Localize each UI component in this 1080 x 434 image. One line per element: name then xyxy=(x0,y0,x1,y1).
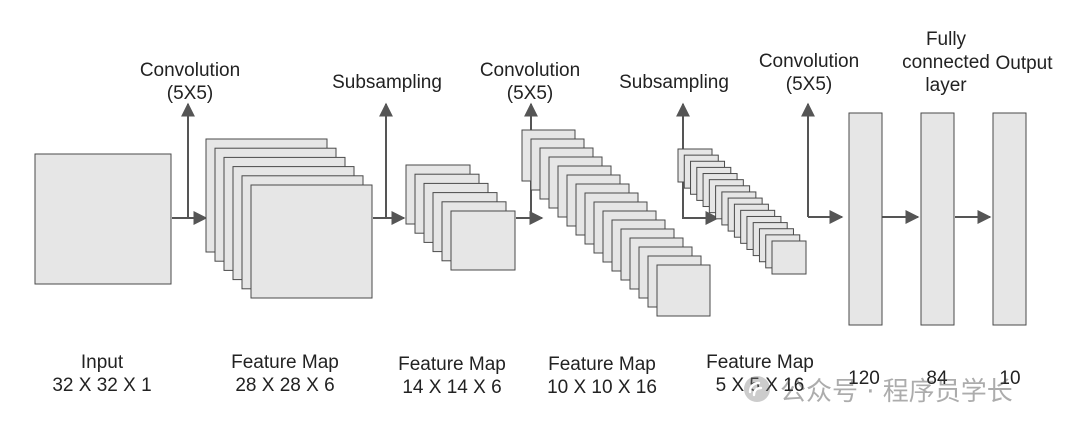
op-label-conv1: Convolution (5X5) xyxy=(139,60,241,104)
stage-label-fc120: 120 xyxy=(848,368,880,389)
stage-label-fm1: Feature Map 28 X 28 X 6 xyxy=(231,352,339,396)
feature-map-2-layer-6 xyxy=(450,210,516,271)
op-label-output: Output xyxy=(995,53,1053,74)
wechat-official-account-icon xyxy=(744,376,770,402)
watermark-text: 公众号 · 程序员学长 xyxy=(780,376,1013,407)
boxes-layer xyxy=(34,112,1027,326)
feature-map-3-layer-16 xyxy=(656,264,711,317)
op-label-sub1: Subsampling xyxy=(332,72,442,93)
arrows-layer xyxy=(172,102,992,225)
stage-label-fc84: 84 xyxy=(926,368,948,389)
stage-label-fm3: Feature Map 10 X 10 X 16 xyxy=(547,354,657,398)
op-label-fc: Fully connected layer xyxy=(902,29,990,96)
fc-120-column xyxy=(848,112,883,326)
stage-label-fm2: Feature Map 14 X 14 X 6 xyxy=(398,354,506,398)
stage-label-fm4: Feature Map 5 X 5 X 16 xyxy=(706,352,814,396)
output-10-column xyxy=(992,112,1027,326)
stage-label-input: Input 32 X 32 X 1 xyxy=(52,352,152,396)
stage-label-out10: 10 xyxy=(999,368,1021,389)
feature-map-4-layer-16 xyxy=(771,240,807,275)
op-label-conv2: Convolution (5X5) xyxy=(479,60,581,104)
feature-map-1-layer-6 xyxy=(250,184,373,299)
input-box xyxy=(34,153,172,285)
op-label-conv3: Convolution (5X5) xyxy=(758,51,860,95)
watermark: 公众号 · 程序员学长 xyxy=(742,372,1013,407)
fc-84-column xyxy=(920,112,955,326)
op-label-sub2: Subsampling xyxy=(619,72,729,93)
